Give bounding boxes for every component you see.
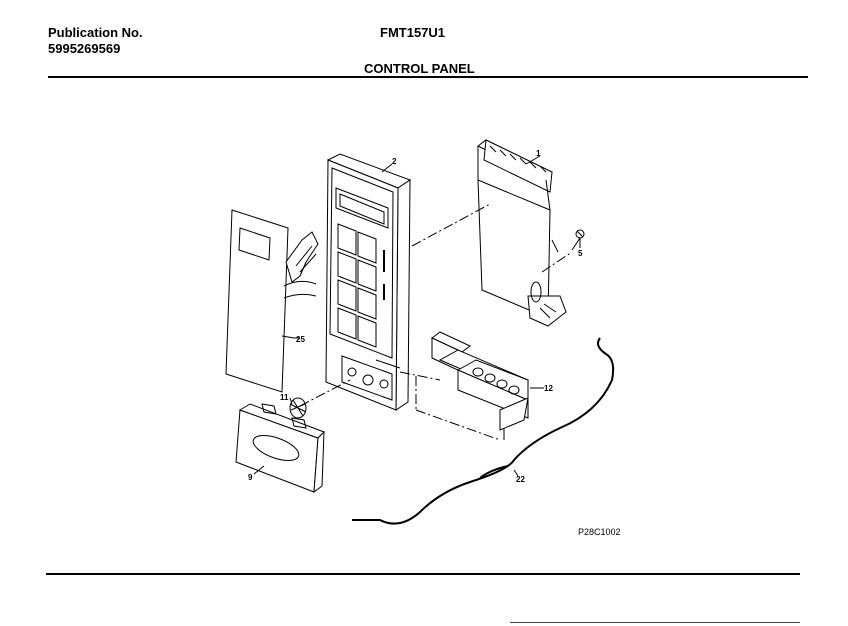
part-9-release-button [235,403,325,494]
label-part-1: 1 [536,149,541,158]
header-rule [48,76,808,78]
publication-number: 5995269569 [48,41,121,56]
label-part-5: 5 [578,249,583,258]
part-22-wire-harness [352,337,615,525]
part-25-membrane [225,209,319,393]
label-part-2: 2 [392,157,397,166]
section-title: CONTROL PANEL [364,61,475,76]
keypad-grid [337,223,377,348]
part-5-screw [571,229,585,251]
part-12-switch-block [431,331,530,440]
figure-code: P28C1002 [578,527,621,537]
label-part-12: 12 [544,384,553,393]
part-11-knob [289,397,307,419]
label-part-25: 25 [296,335,305,344]
label-part-9: 9 [248,473,253,482]
footer-tail-rule [510,622,800,623]
label-part-11: 11 [280,393,289,402]
model-number: FMT157U1 [380,25,446,40]
footer-rule [46,573,800,575]
alignment-lines [299,203,573,441]
part-2-control-frame [325,153,412,411]
publication-label: Publication No. [48,25,143,40]
leader-lines [253,155,581,477]
part-1-control-board [477,139,567,327]
label-part-22: 22 [516,475,525,484]
